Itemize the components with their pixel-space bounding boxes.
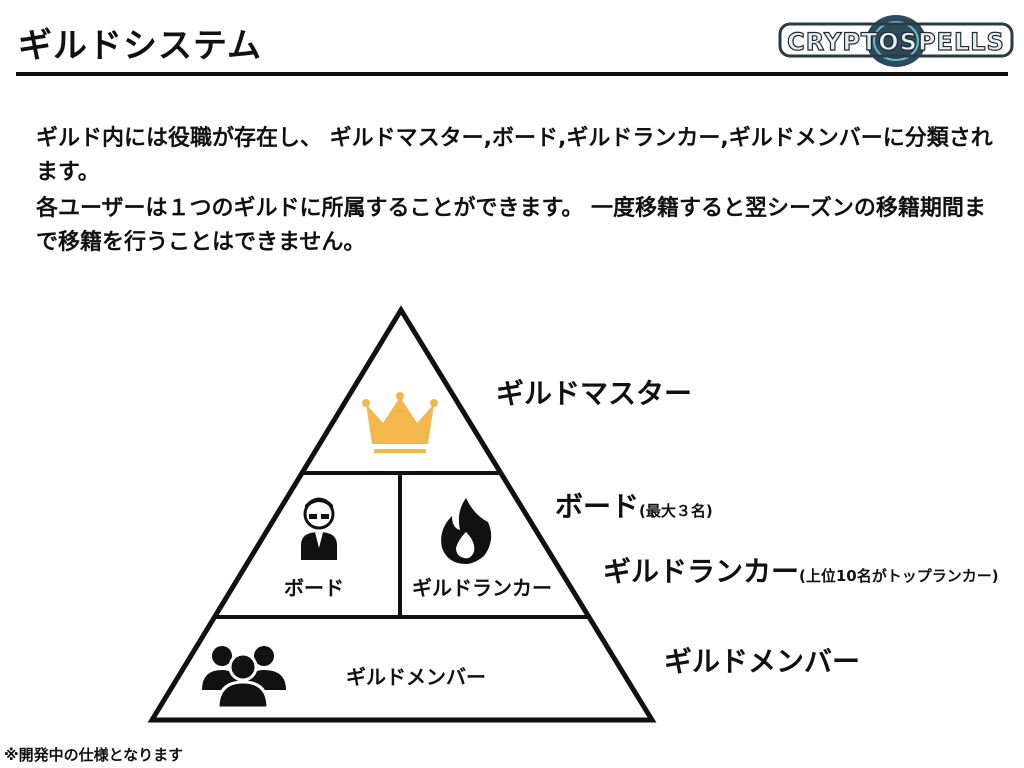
crown-icon <box>362 392 438 453</box>
description-paragraph-2: 各ユーザーは１つのギルドに所属することができます。 一度移籍すると翌シーズンの移… <box>36 196 986 255</box>
title-divider <box>16 72 1008 76</box>
role-name: ギルドランカー <box>603 555 800 588</box>
role-label-board: ボード(最大３名) <box>555 485 713 525</box>
group-icon <box>202 646 286 710</box>
role-label-member: ギルドメンバー <box>664 645 861 678</box>
cryptospells-logo: CRYPTOSPELLS <box>778 15 1014 67</box>
fire-icon <box>441 498 492 564</box>
role-note: (上位10名がトップランカー) <box>799 567 999 585</box>
pyramid-label-member: ギルドメンバー <box>346 665 486 689</box>
role-label-master: ギルドマスター <box>496 377 693 410</box>
pyramid-label-ranker: ギルドランカー <box>412 576 552 600</box>
pyramid-label-board: ボード <box>284 576 344 600</box>
role-note: (最大３名) <box>639 502 713 520</box>
svg-text:CRYPTOSPELLS: CRYPTOSPELLS <box>787 28 1005 56</box>
role-name: ボード <box>555 490 640 523</box>
page-title: ギルドシステム <box>18 26 262 66</box>
development-note: ※開発中の仕様となります <box>4 746 184 764</box>
description-paragraph-1: ギルド内には役職が存在し、 ギルドマスター,ボード,ギルドランカー,ギルドメンバ… <box>36 126 993 185</box>
role-label-ranker: ギルドランカー(上位10名がトップランカー) <box>603 550 999 590</box>
person-icon <box>301 497 337 560</box>
